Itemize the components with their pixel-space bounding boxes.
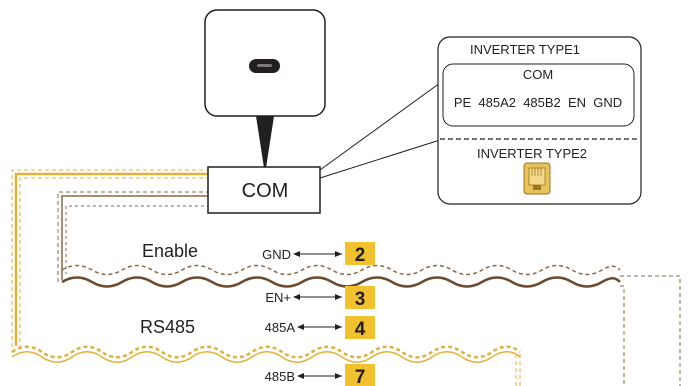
- pin-number-2: 2: [355, 245, 366, 266]
- rs485-group-label: RS485: [140, 317, 195, 337]
- enable-group-label: Enable: [142, 241, 198, 261]
- signal-gnd-label: GND: [262, 247, 291, 262]
- callout-line-top: [319, 82, 441, 171]
- inverter-type1-port: COM: [523, 67, 553, 82]
- rs485-cable: [11, 169, 521, 386]
- pin-badge-2: [345, 242, 375, 265]
- inverter-type2-title: INVERTER TYPE2: [477, 146, 587, 161]
- signal-485b-label: 485B: [265, 369, 295, 384]
- rj45-connector-icon: [523, 162, 551, 195]
- inverter-type-callout: [437, 36, 642, 205]
- pin-number-7: 7: [355, 367, 366, 386]
- com-port-label: COM: [242, 180, 289, 202]
- com-port-box: [207, 166, 321, 214]
- inverter-type1-title: INVERTER TYPE1: [470, 42, 580, 57]
- signal-en-label: EN+: [265, 290, 291, 305]
- pin-badge-7: [345, 364, 375, 386]
- callout-line-bottom: [319, 139, 441, 179]
- inverter-device: [204, 9, 326, 168]
- signal-485a-label: 485A: [265, 320, 296, 335]
- pin-number-4: 4: [355, 319, 366, 340]
- pin-number-3: 3: [355, 289, 366, 310]
- cable-gland-icon: [256, 116, 274, 168]
- pin-badge-4: [345, 316, 375, 339]
- pin-badge-3: [345, 286, 375, 309]
- inverter-type1-pins: PE 485A2 485B2 EN GND: [454, 95, 622, 110]
